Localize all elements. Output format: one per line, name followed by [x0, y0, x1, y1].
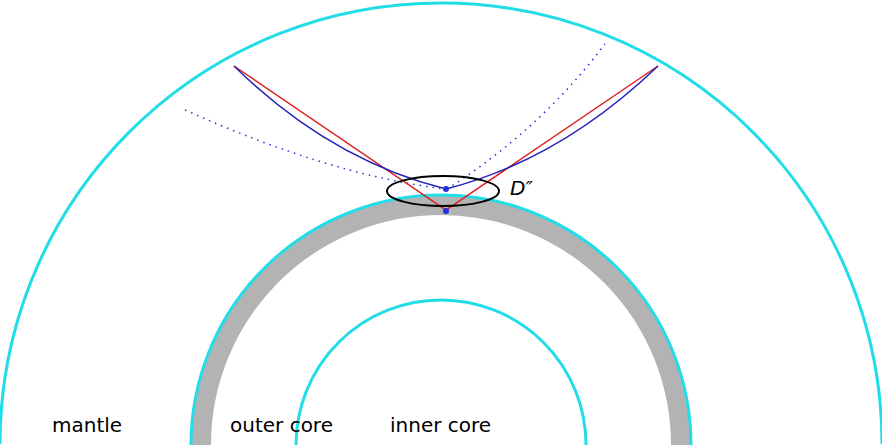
- blue-ray: [234, 66, 658, 189]
- dotted-ray: [447, 44, 605, 189]
- surface-arc: [0, 3, 882, 444]
- region-label: outer core: [230, 415, 333, 435]
- reflection-point: [443, 186, 449, 192]
- cmb-arc: [191, 195, 691, 445]
- red-ray: [234, 66, 658, 210]
- region-label: inner core: [390, 415, 491, 435]
- reflection-point: [443, 208, 449, 214]
- inner-core-arc: [296, 300, 586, 445]
- d-layer-ellipse: [387, 176, 499, 206]
- layer-label: D″: [510, 178, 533, 198]
- region-label: mantle: [52, 415, 122, 435]
- d-layer-band: [201, 205, 681, 445]
